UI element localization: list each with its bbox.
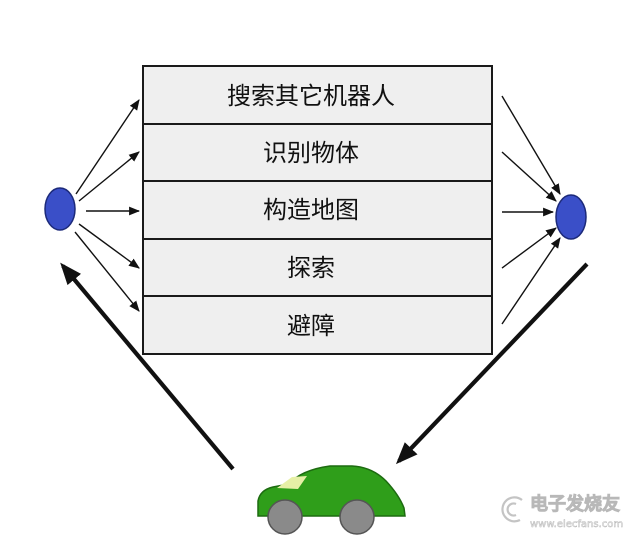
layer-label: 避障 [287, 312, 335, 340]
arrow-from-layer-2 [501, 151, 557, 202]
watermark-brand: 电子发烧友 [530, 493, 620, 515]
arrow-to-layer-2 [78, 151, 140, 202]
layer-row-1: 搜索其它机器人 [142, 65, 493, 125]
input-node [44, 187, 76, 231]
swirl-logo-icon [501, 496, 523, 523]
arrow-to-layer-5 [74, 231, 140, 312]
car-to-input-arrow [60, 262, 235, 471]
layer-label: 搜索其它机器人 [227, 82, 395, 110]
layer-row-3: 构造地图 [142, 180, 493, 240]
arrow-from-layer-5 [501, 237, 561, 325]
watermark-url: www.elecfans.com [530, 519, 623, 530]
arrow-to-layer-1 [75, 99, 140, 195]
input-arrows [74, 99, 141, 312]
car-window [277, 476, 307, 489]
watermark: 电子发烧友 www.elecfans.com [501, 493, 623, 530]
car-icon [257, 465, 406, 535]
arrow-from-layer-4 [501, 227, 557, 269]
arrow-from-layer-1 [501, 95, 561, 195]
layer-row-4: 探索 [142, 238, 493, 297]
output-to-car-arrow [395, 262, 589, 465]
layer-row-5: 避障 [142, 295, 493, 355]
car-front-wheel [267, 499, 303, 535]
output-arrows [501, 95, 561, 325]
layer-label: 识别物体 [263, 139, 359, 167]
layer-stack: 搜索其它机器人 识别物体 构造地图 探索 避障 [142, 65, 493, 355]
layer-label: 探索 [287, 254, 335, 282]
arrow-to-layer-4 [78, 223, 140, 269]
car-rear-wheel [339, 499, 375, 535]
output-node [555, 194, 587, 240]
layer-label: 构造地图 [263, 196, 359, 224]
layer-row-2: 识别物体 [142, 123, 493, 182]
